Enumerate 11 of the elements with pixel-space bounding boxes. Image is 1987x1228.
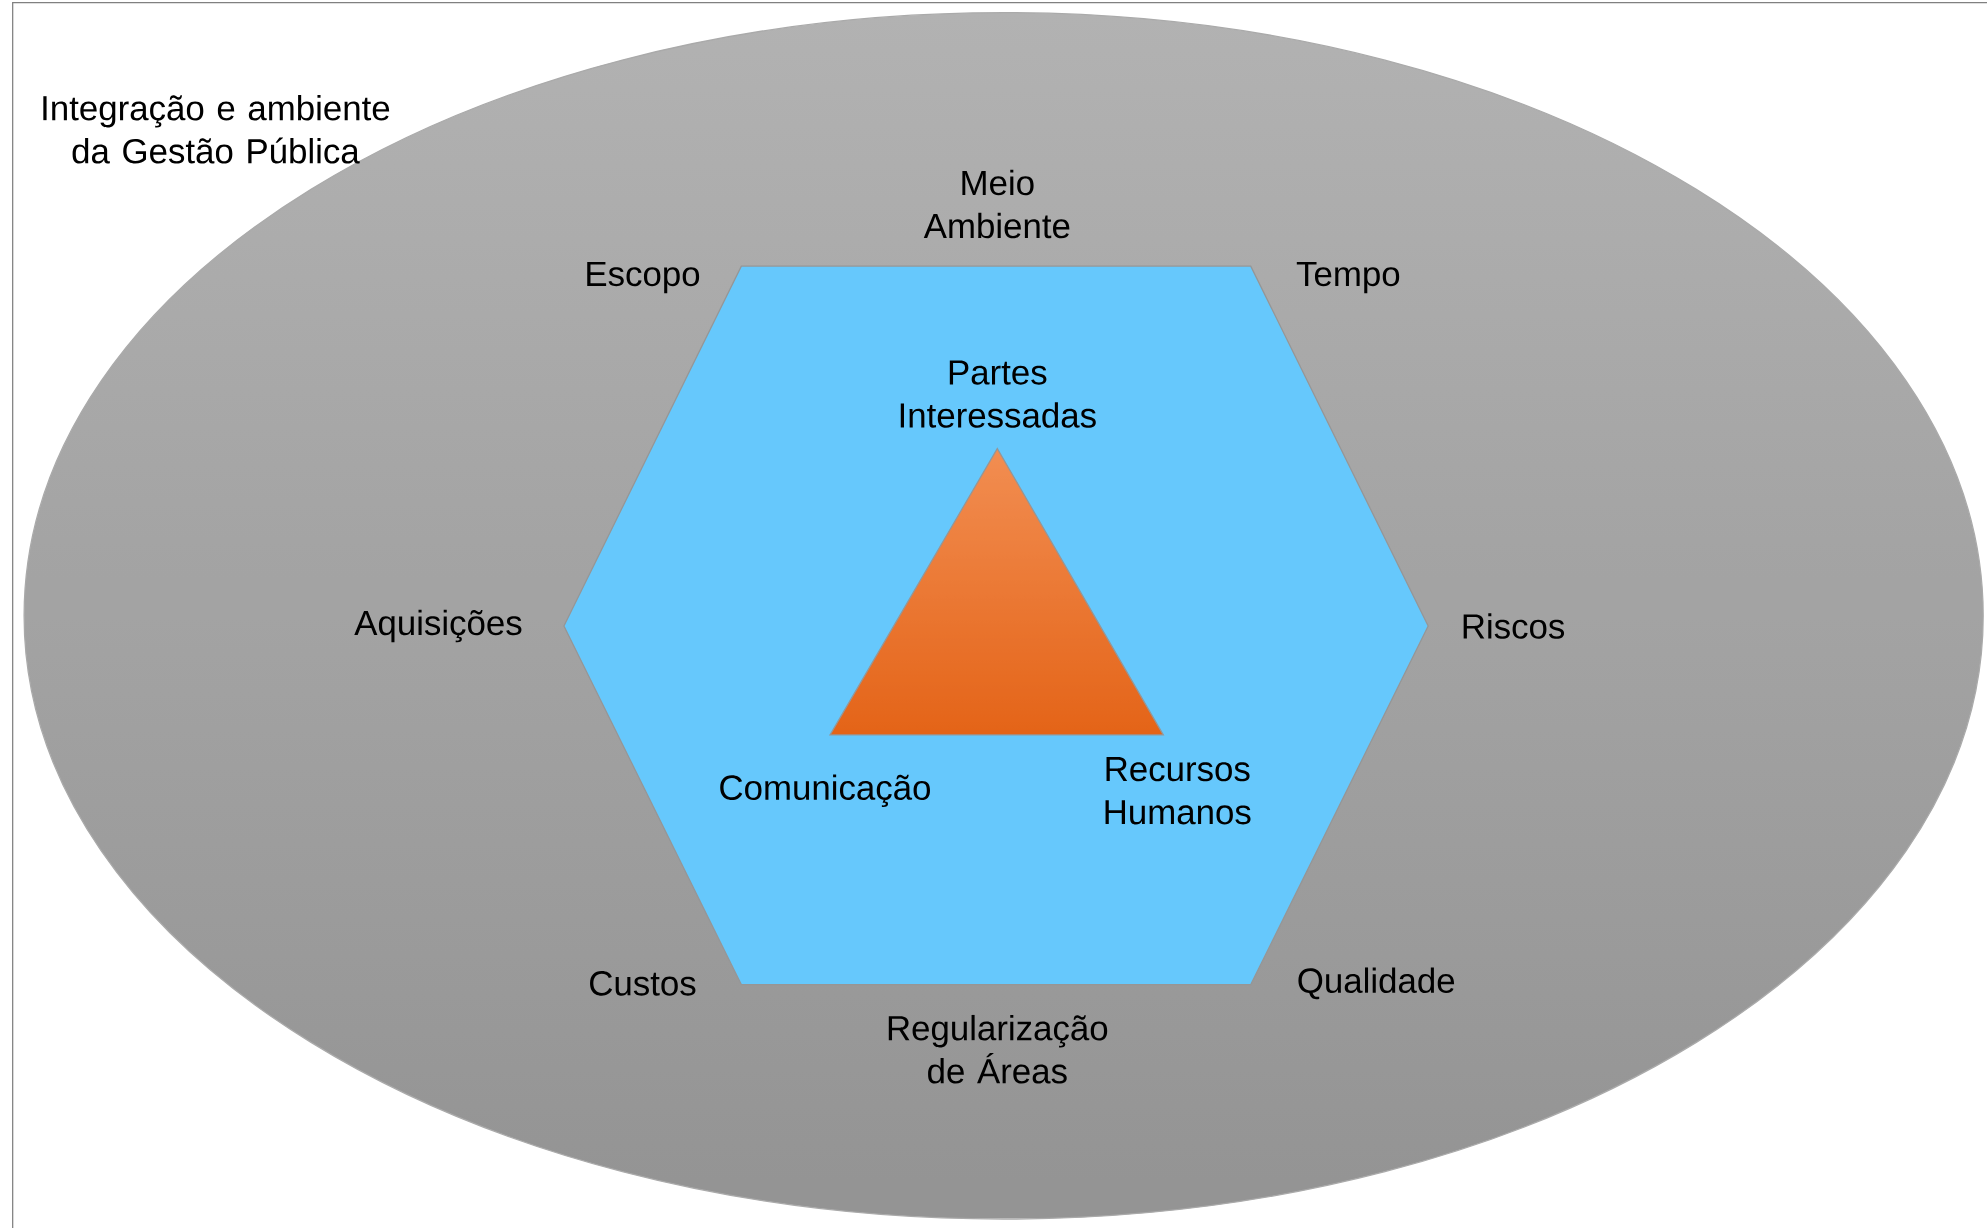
area-label: Recursos Humanos bbox=[1105, 757, 1251, 825]
area-label: Custos bbox=[590, 971, 696, 996]
area-label: Tempo bbox=[1296, 261, 1400, 294]
area-label: Comunicação bbox=[720, 774, 930, 808]
area-label: Riscos bbox=[1463, 613, 1565, 639]
area-label: Partes Interessadas bbox=[900, 360, 1096, 428]
area-label: Regularização de Áreas bbox=[888, 1014, 1108, 1084]
area-label: Escopo bbox=[587, 261, 700, 294]
area-label: Qualidade bbox=[1298, 967, 1455, 1000]
area-label: Aquisições bbox=[354, 609, 522, 643]
area-label: Meio Ambiente bbox=[923, 169, 1070, 239]
